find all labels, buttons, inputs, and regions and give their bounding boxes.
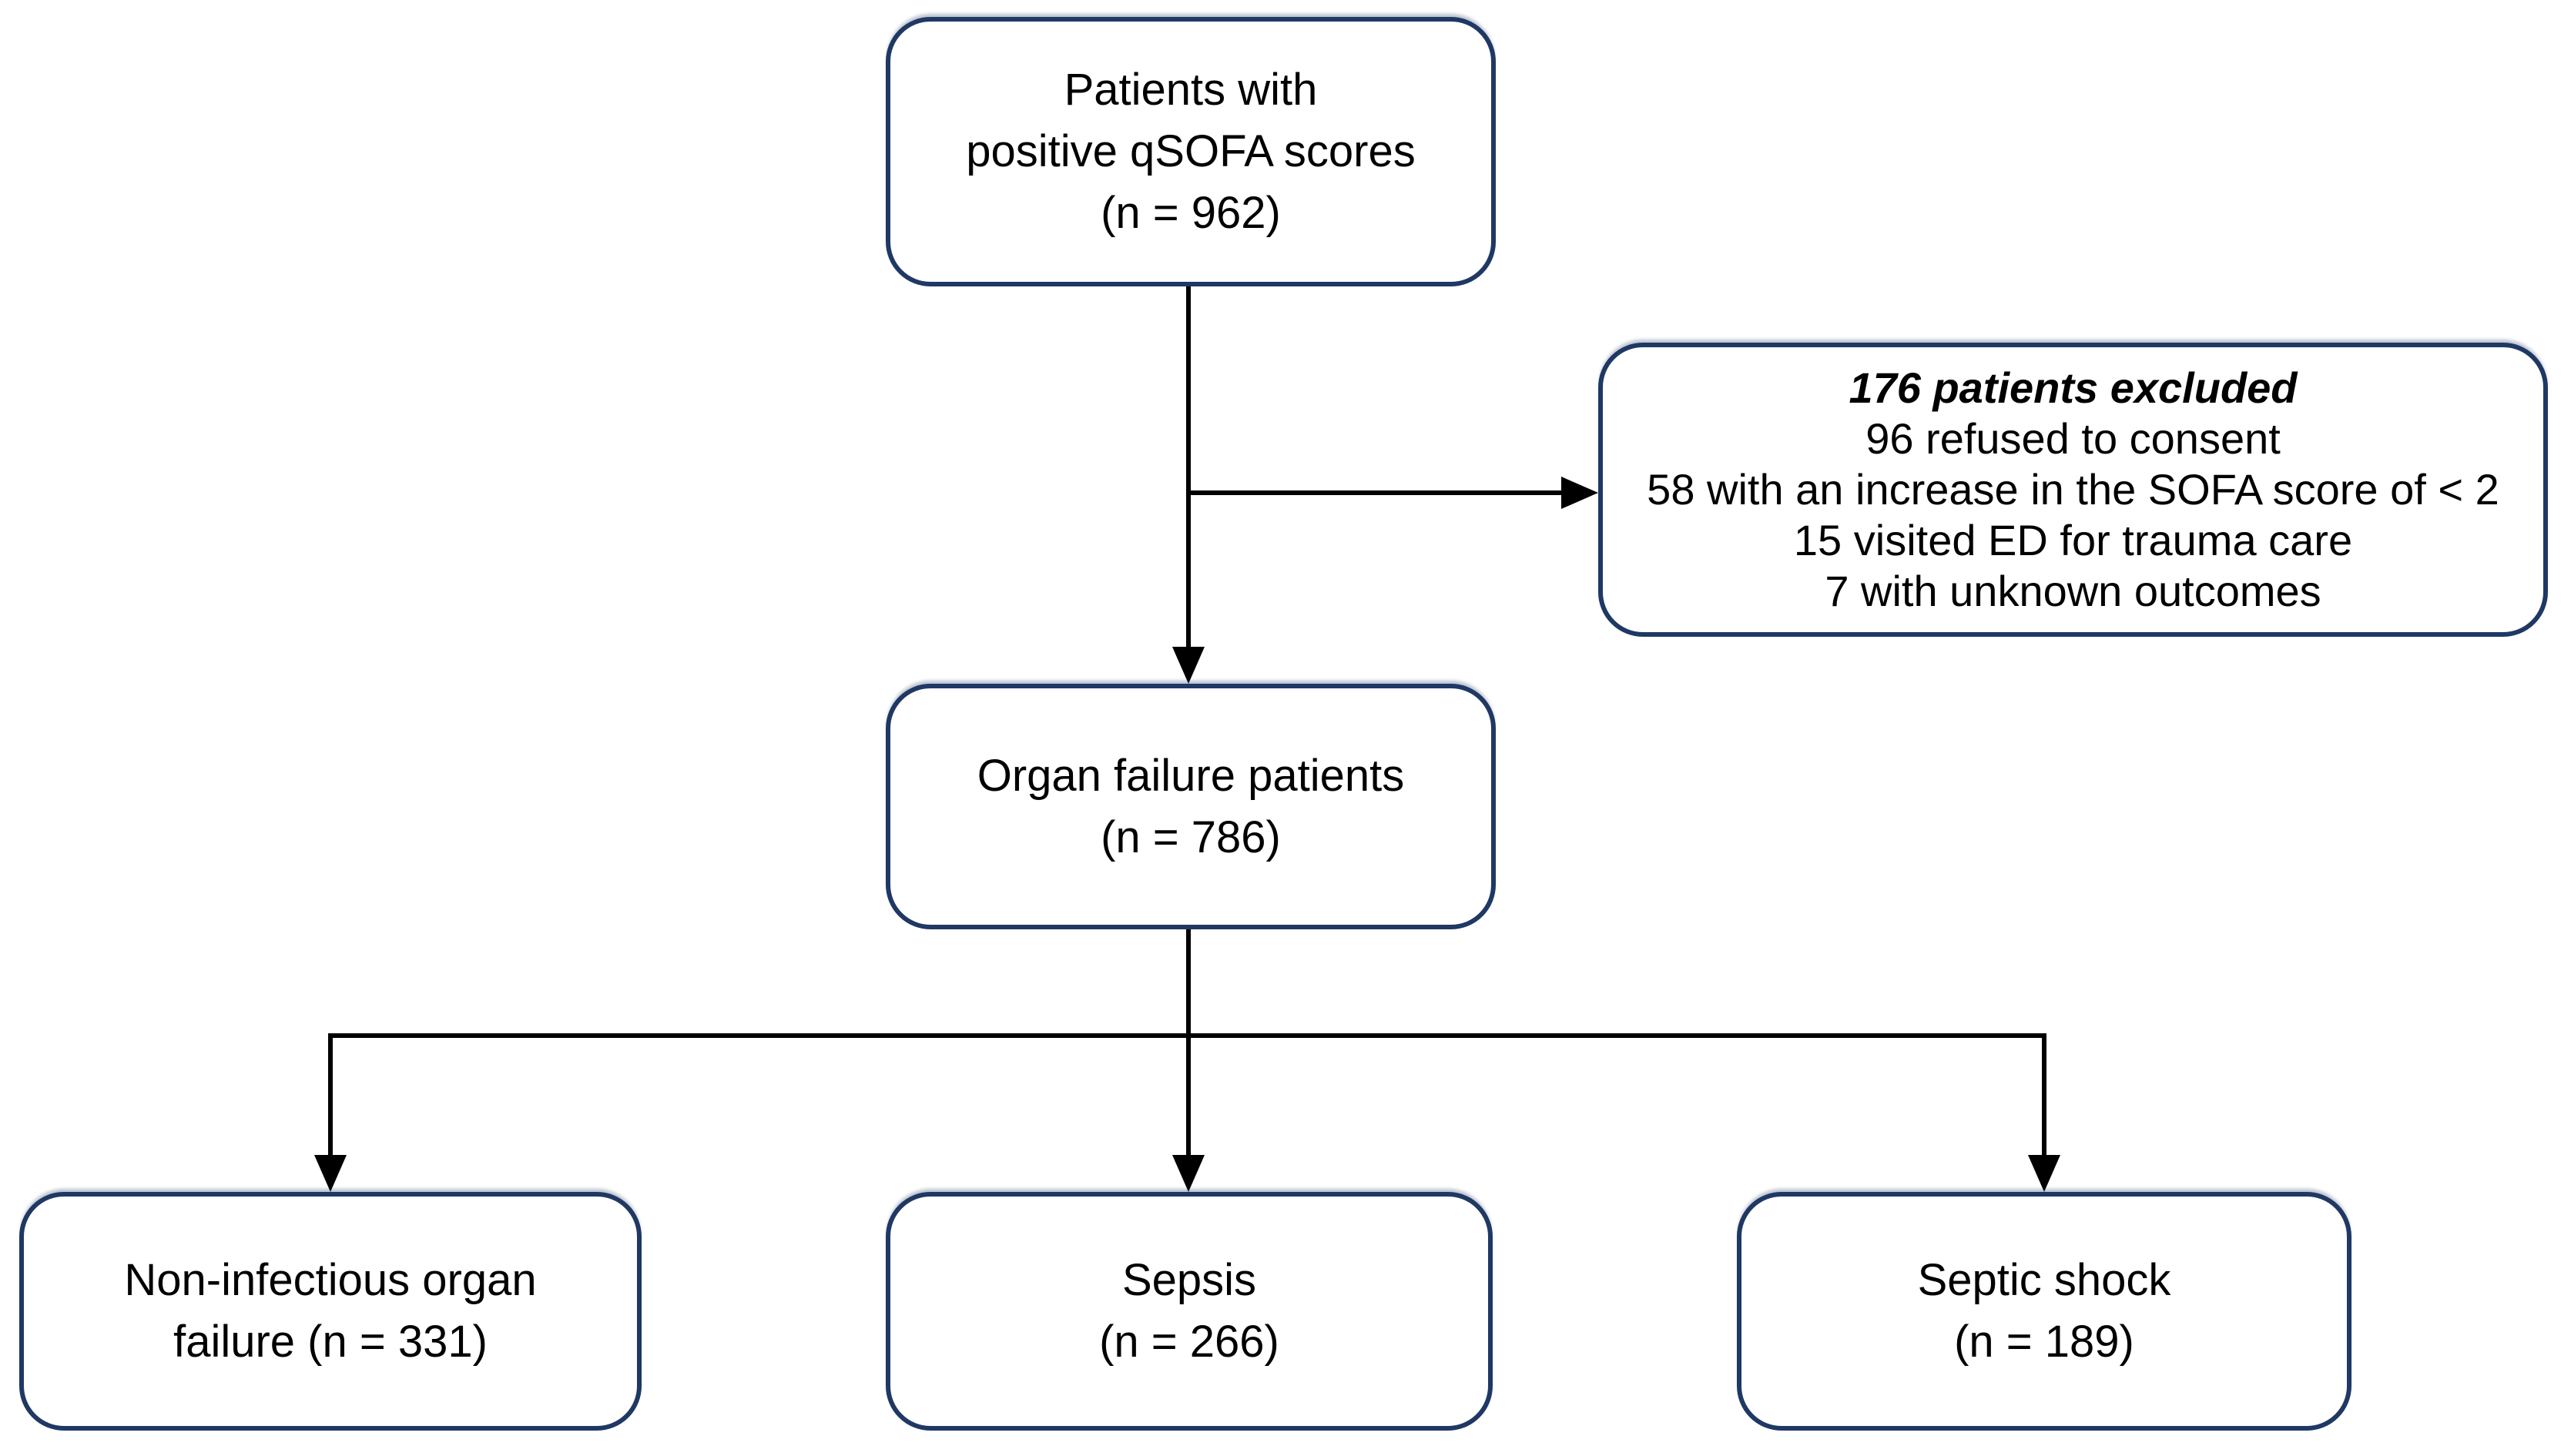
node-septic-shock-line: Septic shock [1917,1255,2171,1305]
node-sepsis-line: (n = 266) [1099,1317,1279,1367]
node-qsofa-line: (n = 962) [1101,188,1281,238]
node-organ-failure-line: Organ failure patients [977,750,1405,801]
arrowhead-down-septic-shock-icon [2028,1155,2060,1192]
node-qsofa-patients: Patients with positive qSOFA scores (n =… [886,17,1496,286]
node-septic-shock: Septic shock (n = 189) [1737,1192,2351,1431]
connector-drop-septic-shock [2042,1033,2046,1156]
node-organ-failure-line: (n = 786) [1101,812,1281,862]
node-septic-shock-line: (n = 189) [1954,1317,2134,1367]
node-organ-failure: Organ failure patients (n = 786) [886,684,1496,929]
excluded-reason: 58 with an increase in the SOFA score of… [1647,465,2499,514]
connector-junction-to-excluded [1186,490,1563,495]
connector-drop-non-infectious [328,1033,333,1156]
node-excluded-patients: 176 patients excluded 96 refused to cons… [1598,343,2548,637]
node-qsofa-line: positive qSOFA scores [966,126,1416,176]
node-sepsis-line: Sepsis [1121,1255,1257,1305]
excluded-reason: 96 refused to consent [1865,414,2281,463]
arrowhead-down-organ-failure-icon [1172,647,1205,684]
node-non-infectious-line: failure (n = 331) [173,1317,488,1367]
node-qsofa-line: Patients with [1064,65,1318,115]
node-non-infectious-line: Non-infectious organ [124,1255,537,1305]
arrowhead-right-excluded-icon [1561,477,1598,509]
excluded-reason: 15 visited ED for trauma care [1793,516,2353,564]
arrowhead-down-non-infectious-icon [314,1155,347,1192]
excluded-title: 176 patients excluded [1849,363,2298,412]
connector-distributor-line [328,1033,2046,1038]
connector-qsofa-to-organ-failure [1186,285,1191,648]
arrowhead-down-sepsis-icon [1172,1155,1205,1192]
excluded-reason: 7 with unknown outcomes [1825,567,2321,615]
connector-organ-failure-to-distributor [1186,928,1191,1156]
node-non-infectious-organ-failure: Non-infectious organ failure (n = 331) [19,1192,642,1431]
node-sepsis: Sepsis (n = 266) [886,1192,1493,1431]
